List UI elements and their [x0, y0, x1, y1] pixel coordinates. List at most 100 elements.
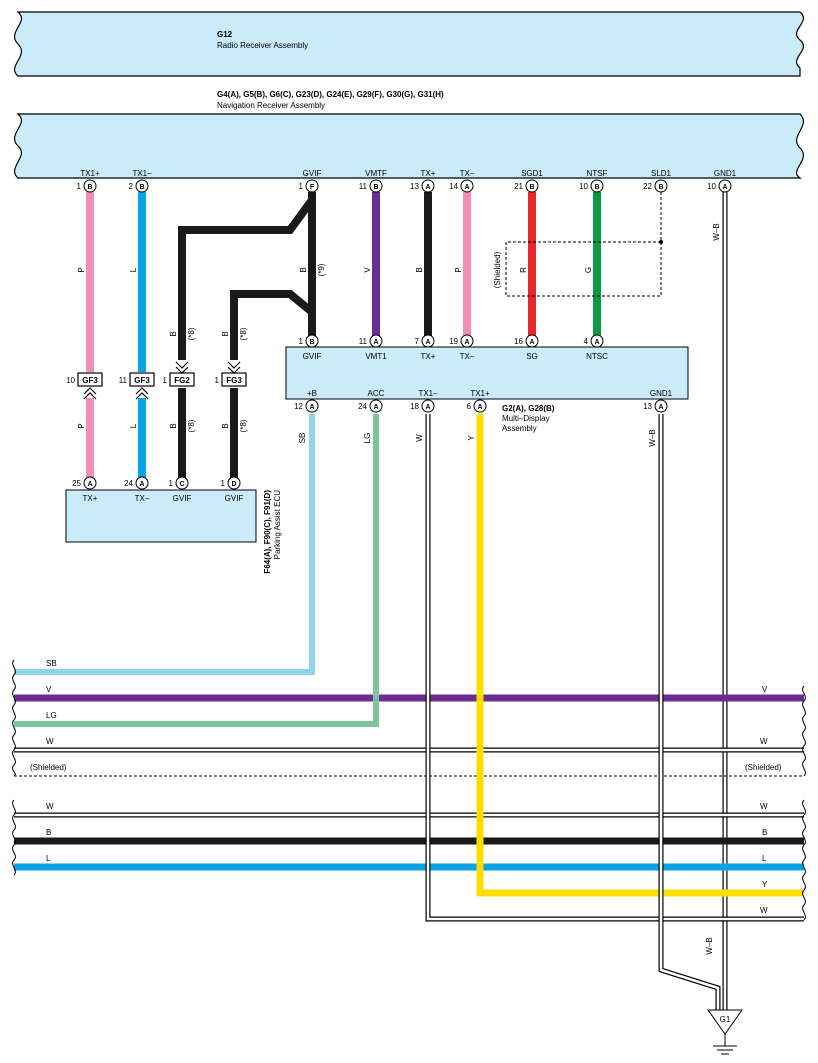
splice-label: FG2 — [174, 376, 190, 385]
svg-text:G: G — [584, 267, 593, 273]
bus-lg — [14, 414, 379, 727]
bus-y — [476, 414, 804, 897]
svg-text:(*8): (*8) — [239, 419, 248, 432]
md-codes: G2(A), G28(B) — [502, 404, 555, 413]
pin-number: 13 — [410, 182, 419, 191]
bus-label-right: B — [762, 828, 767, 837]
pin-name: TX+ — [83, 494, 98, 503]
pin-connector-letter: A — [309, 404, 314, 411]
pin-connector-letter: A — [373, 339, 378, 346]
pin-name: TX1– — [132, 169, 152, 178]
bus-label-left: LG — [46, 711, 57, 720]
pin-name: GVIF — [225, 494, 244, 503]
connector-pin: F1 GVIF — [299, 169, 322, 193]
pin-name: GVIF — [303, 169, 322, 178]
splice-label: GF3 — [82, 376, 98, 385]
multi-display-block — [285, 346, 689, 400]
svg-text:SB: SB — [298, 433, 307, 444]
splice-arrows — [83, 361, 241, 400]
pin-connector-letter: B — [658, 184, 663, 191]
pin-name: TX1+ — [470, 389, 490, 398]
svg-text:W–B: W–B — [712, 223, 721, 240]
radio-code: G12 — [217, 30, 233, 39]
pin-connector-letter: B — [87, 184, 92, 191]
md-name: Multi–Display — [502, 414, 550, 423]
pin-connector-letter: A — [464, 339, 469, 346]
pin-number: 24 — [124, 479, 133, 488]
pin-connector-letter: C — [179, 481, 184, 488]
bus-label-left: (Shielded) — [30, 763, 67, 772]
svg-text:W: W — [415, 434, 424, 442]
pin-name: NTSF — [587, 169, 608, 178]
pin-number: 2 — [129, 182, 134, 191]
lower-wire-labels: P L B (*8) B (*8) SB LG W Y W–B W–B — [77, 419, 714, 954]
pin-number: 22 — [643, 182, 652, 191]
pin-connector-letter: A — [722, 184, 727, 191]
pin-number: 14 — [449, 182, 458, 191]
navigation-receiver-block — [14, 113, 804, 179]
pin-connector-letter: F — [310, 184, 315, 191]
svg-text:(*8): (*8) — [239, 327, 248, 340]
pa-name: Parking Assist ECU — [273, 490, 282, 560]
svg-text:B: B — [415, 267, 424, 272]
svg-text:W–B: W–B — [705, 937, 714, 954]
pin-number: 24 — [358, 402, 367, 411]
upper-wire-labels: P L B (*9) V B P (Shielded) R G W–B B (*… — [77, 223, 721, 340]
pin-connector-letter: D — [231, 481, 236, 488]
nav-pin-group: B1TX1+B2TX1–F1GVIFB11VMTFA13TX+A14TX–B21… — [77, 169, 737, 193]
pin-connector-letter: A — [87, 481, 92, 488]
component-titles: G12 Radio Receiver Assembly G4(A), G5(B)… — [217, 30, 555, 574]
bus-label-right: V — [762, 685, 768, 694]
svg-text:(Shielded): (Shielded) — [493, 251, 502, 288]
pin-number: 4 — [584, 337, 589, 346]
radio-receiver-block — [14, 11, 804, 77]
pin-connector-letter: A — [373, 404, 378, 411]
svg-text:R: R — [519, 267, 528, 273]
splice-number: 11 — [119, 376, 128, 385]
pin-number: 12 — [294, 402, 303, 411]
bus-label-left: W — [46, 802, 54, 811]
pin-number: 13 — [643, 402, 652, 411]
pin-number: 1 — [299, 182, 304, 191]
pin-name: TX1– — [418, 389, 438, 398]
pin-name: TX+ — [421, 169, 436, 178]
nav-name: Navigation Receiver Assembly — [217, 101, 325, 110]
pin-name: TX– — [135, 494, 150, 503]
pin-connector-letter: A — [139, 481, 144, 488]
pin-name: TX– — [460, 169, 475, 178]
svg-text:L: L — [129, 267, 138, 272]
splice-number: 1 — [163, 376, 168, 385]
svg-text:B: B — [169, 331, 178, 336]
ground-label: G1 — [720, 1015, 731, 1024]
radio-name: Radio Receiver Assembly — [217, 41, 308, 50]
nav-codes: G4(A), G5(B), G6(C), G23(D), G24(E), G29… — [217, 90, 444, 99]
pin-name: SG — [526, 352, 538, 361]
pin-connector-letter: A — [425, 404, 430, 411]
pin-connector-letter: B — [529, 184, 534, 191]
pin-connector-letter: B — [594, 184, 599, 191]
svg-text:W–B: W–B — [648, 429, 657, 446]
pin-name: VMTF — [365, 169, 387, 178]
svg-text:Y: Y — [467, 435, 476, 441]
svg-text:(*8): (*8) — [187, 419, 196, 432]
bus-label-right: L — [762, 854, 767, 863]
bus-break-marks — [12, 659, 806, 921]
pa-codes: F64(A), F90(C), F91(D) — [263, 490, 272, 574]
svg-text:P: P — [77, 267, 86, 272]
pin-connector-letter: A — [425, 184, 430, 191]
pin-connector-letter: A — [477, 404, 482, 411]
bus-label-right: (Shielded) — [745, 763, 782, 772]
pin-number: 19 — [449, 337, 458, 346]
svg-text:P: P — [454, 267, 463, 272]
